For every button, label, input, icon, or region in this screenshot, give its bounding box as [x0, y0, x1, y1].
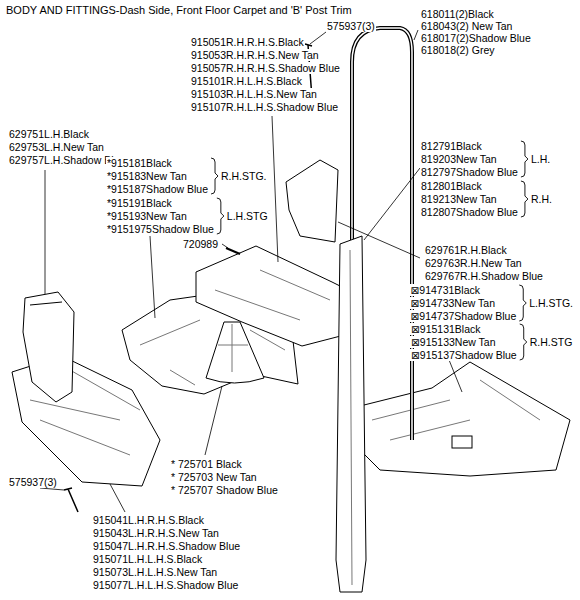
part-number: 812797Shadow Blue — [420, 166, 519, 178]
part-number: 575937(3) — [326, 20, 376, 32]
part-number: 618017(2)Shadow Blue — [420, 32, 532, 44]
diagram-title: BODY AND FITTINGS-Dash Side, Front Floor… — [6, 4, 352, 17]
part-number: 812791Black — [420, 140, 483, 152]
part-number: * 725707 Shadow Blue — [170, 484, 279, 496]
part-number: 812801Black — [420, 180, 483, 192]
part-number: *9151975Shadow Blue — [106, 223, 215, 235]
part-number: 915071L.H.L.H.S.Black — [92, 553, 203, 565]
part-number: 629751L.H.Black — [8, 128, 90, 140]
right-dash-side-trim — [286, 160, 338, 242]
part-number: 629753L.H.New Tan — [8, 141, 105, 153]
part-number: 915101R.H.L.H.S.Black — [190, 75, 303, 87]
carpet-cutout — [452, 436, 472, 448]
rear-carpet — [352, 362, 570, 476]
part-number: 915051R.H.R.H.S.Black — [190, 36, 305, 48]
group-bracket — [211, 158, 218, 194]
bracket-label: L.H.STG — [226, 210, 269, 222]
part-number: * 725701 Black — [170, 458, 243, 470]
part-number: 915073L.H.L.H.S.New Tan — [92, 566, 218, 578]
part-number: ⊠915137Shadow Blue — [410, 349, 518, 361]
part-number: 915103R.H.L.H.S.New Tan — [190, 88, 318, 100]
group-bracket — [521, 141, 528, 177]
b-post-trim — [336, 236, 366, 592]
bracket-label: R.H.STG — [529, 336, 574, 348]
part-number: 819203New Tan — [420, 153, 498, 165]
part-number: *915191Black — [106, 197, 173, 209]
b-post-edge — [350, 250, 352, 585]
part-number: 575937(3) — [8, 476, 58, 488]
part-number: 915107R.H.L.H.S.Shadow Blue — [190, 101, 339, 113]
part-number: 629763R.H.New Tan — [424, 257, 523, 269]
part-number: ⊠914731Black — [410, 284, 482, 296]
carpet-shading — [215, 270, 330, 320]
part-number: *915181Black — [106, 157, 173, 169]
part-number: 618018(2) Grey — [420, 44, 496, 56]
part-number: 629761R.H.Black — [424, 244, 508, 256]
group-bracket — [521, 181, 528, 217]
part-number: 618043(2) New Tan — [420, 20, 513, 32]
bracket-label: L.H.STG. — [528, 297, 574, 309]
group-bracket — [217, 198, 224, 234]
part-number: 629767R.H.Shadow Blue — [424, 270, 544, 282]
gaiter-folds — [218, 324, 248, 372]
group-bracket — [519, 285, 526, 321]
bracket-label: R.H. — [530, 193, 553, 205]
part-number: ⊠915133New Tan — [410, 336, 497, 348]
screw — [64, 488, 78, 512]
bracket-label: R.H.STG. — [220, 170, 268, 182]
part-number: 720989 — [182, 238, 219, 250]
part-number: ⊠914733New Tan — [410, 297, 497, 309]
part-number: *915187Shadow Blue — [106, 183, 209, 195]
part-number: 915053R.H.R.H.S.New Tan — [190, 49, 320, 61]
part-number: * 725703 New Tan — [170, 471, 258, 483]
group-bracket — [520, 324, 527, 360]
part-number: 812807Shadow Blue — [420, 206, 519, 218]
part-number: 618011(2)Black — [420, 8, 495, 20]
part-number: 915057R.H.R.H.S.Shadow Blue — [190, 62, 341, 74]
clip — [226, 248, 240, 254]
leader-lines — [40, 30, 462, 512]
gear-lever-gaiter — [206, 322, 264, 383]
bracket-label: L.H. — [530, 153, 551, 165]
carpet-shading — [372, 380, 540, 440]
part-number: 915047L.H.R.H.S.Shadow Blue — [92, 540, 241, 552]
part-number: ⊠914737Shadow Blue — [410, 310, 518, 322]
part-number: 915043L.H.R.H.S.New Tan — [92, 527, 220, 539]
trim-edge — [30, 302, 62, 305]
part-number: *915193New Tan — [106, 210, 188, 222]
part-number: 819213New Tan — [420, 193, 498, 205]
part-number: *915183New Tan — [106, 170, 188, 182]
part-number: 915077L.H.L.H.S.Shadow Blue — [92, 579, 239, 591]
part-number: ⊠915131Black — [410, 323, 482, 335]
part-number: 915041L.H.R.H.S.Black — [92, 514, 205, 526]
left-dash-side-trim — [23, 292, 74, 402]
